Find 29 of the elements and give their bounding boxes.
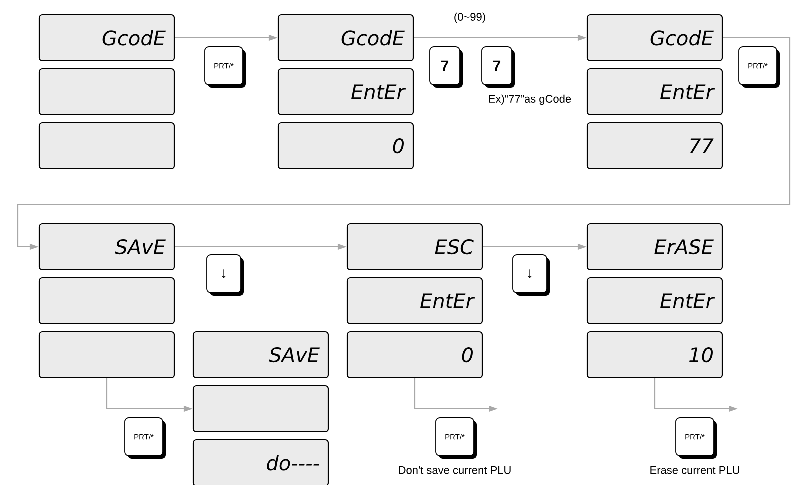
display-panel: EntEr — [278, 68, 414, 116]
note-text: Ex)“77”as gCode — [489, 94, 572, 106]
display-panel: SAvE — [38, 223, 176, 271]
display-panel: 10 — [586, 331, 724, 379]
display-panel: GcodE — [586, 14, 724, 62]
key-caption: Erase current PLU — [650, 466, 740, 474]
key-button: ↓ — [512, 254, 550, 296]
blank-display-panel — [38, 331, 176, 379]
display-panel: 0 — [278, 122, 414, 170]
key-caption: Don't save current PLU — [399, 466, 511, 474]
key-button: ↓ — [206, 254, 244, 296]
blank-display-panel — [38, 122, 176, 170]
display-panel: GcodE — [38, 14, 176, 62]
display-panel: EntEr — [346, 277, 484, 325]
key-button: 7 — [482, 46, 515, 88]
display-panel: do---- — [192, 439, 330, 485]
display-panel: 77 — [586, 122, 724, 170]
blank-display-panel — [38, 277, 176, 325]
blank-display-panel — [38, 68, 176, 116]
display-panel: EntEr — [586, 277, 724, 325]
display-panel: SAvE — [192, 331, 330, 379]
display-panel: GcodE — [278, 14, 414, 62]
display-panel: ESC — [346, 223, 484, 271]
display-panel: 0 — [346, 331, 484, 379]
display-panel: EntEr — [586, 68, 724, 116]
note-text: (0~99) — [454, 12, 486, 24]
blank-display-panel — [192, 385, 330, 433]
key-button: 7 — [430, 46, 463, 88]
display-panel: ErASE — [586, 223, 724, 271]
